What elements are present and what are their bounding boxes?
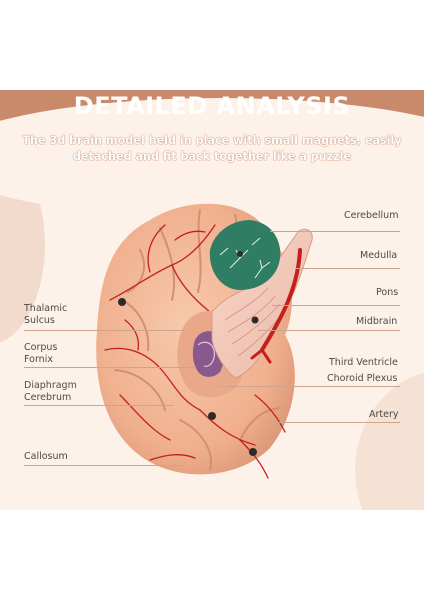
- label-third-ventricle: Third Ventricle: [329, 357, 398, 368]
- product-card: DETAILED ANALYSIS The 3d brain model hel…: [0, 90, 424, 510]
- header-curve: [0, 98, 424, 218]
- leader-line-callosum: [24, 465, 184, 466]
- label-medulla: Medulla: [360, 250, 398, 261]
- magnet-dots: [118, 251, 259, 456]
- page-title: DETAILED ANALYSIS: [73, 92, 351, 120]
- label-pons: Pons: [376, 287, 399, 298]
- label-cerebellum: Cerebellum: [344, 210, 399, 221]
- label-thalamic-sulcus: Thalamic Sulcus: [24, 303, 68, 326]
- blood-vessels: [104, 224, 286, 479]
- leader-line-pons: [272, 305, 400, 306]
- label-artery: Artery: [369, 409, 399, 420]
- leader-line-midbrain: [258, 330, 400, 331]
- leader-line-artery: [272, 422, 400, 423]
- leader-line-medulla: [295, 268, 400, 269]
- label-choroid-plexus: Choroid Plexus: [327, 373, 398, 384]
- basilar-artery: [260, 248, 302, 352]
- label-diaphragm-cerebrum: Diaphragm Cerebrum: [24, 380, 77, 403]
- label-midbrain: Midbrain: [356, 316, 398, 327]
- leader-line-third-ventricle: [218, 386, 400, 387]
- leader-line-cerebellum: [270, 231, 400, 232]
- leader-line-corpus-fornix: [24, 367, 196, 368]
- label-callosum: Callosum: [24, 451, 68, 462]
- leader-line-diaphragm-cerebrum: [24, 405, 174, 406]
- leader-line-thalamic-sulcus: [24, 330, 184, 331]
- cerebellum-arbor: [219, 237, 271, 279]
- page-subtitle: The 3d brain model held in place with sm…: [22, 134, 402, 163]
- label-corpus-fornix: Corpus Fornix: [24, 342, 58, 365]
- cerebellum: [209, 220, 281, 290]
